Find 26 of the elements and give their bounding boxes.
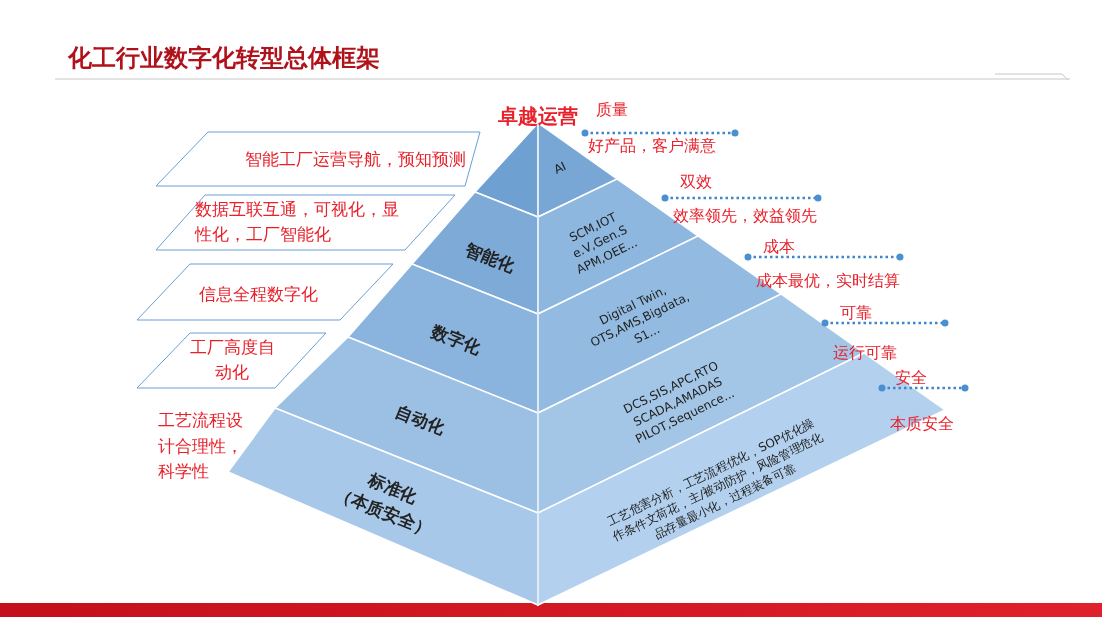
parallelogram-box bbox=[156, 132, 480, 186]
annotation-text: 可靠 bbox=[840, 303, 872, 324]
annotation-text: 本质安全 bbox=[890, 414, 954, 435]
annotation-text: 成本 bbox=[763, 237, 795, 258]
annotation-text: 安全 bbox=[895, 368, 927, 389]
layer-text: 数字化 bbox=[427, 319, 485, 361]
description-text: 数据互联互通，可视化，显性化，工厂智能化 bbox=[195, 198, 400, 246]
title: 化工行业数字化转型总体框架 bbox=[68, 43, 380, 74]
annotation-text: 好产品，客户满意 bbox=[588, 136, 716, 157]
annotation-text: 质量 bbox=[596, 100, 628, 121]
parallelogram-box bbox=[137, 264, 393, 320]
description-text: 智能工厂运营导航，预知预测 bbox=[243, 147, 467, 171]
description-text: 工厂高度自动化 bbox=[188, 336, 276, 384]
layer-text: 标准化（本质安全） bbox=[331, 468, 436, 542]
annotation-text: 运行可靠 bbox=[833, 343, 897, 364]
parallelogram-box bbox=[137, 333, 326, 388]
layer-text: 智能化 bbox=[461, 237, 519, 279]
heading-label: 卓越运营 bbox=[498, 103, 578, 130]
annotation-text: 效率领先，效益领先 bbox=[673, 206, 817, 227]
layer-text: AI bbox=[550, 158, 570, 179]
annotation-text: 工艺流程设计合理性，科学性 bbox=[158, 409, 244, 483]
annotation-text: 双效 bbox=[680, 172, 712, 193]
annotation-text: 成本最优，实时结算 bbox=[756, 271, 900, 292]
description-text: 信息全程数字化 bbox=[197, 282, 319, 306]
layer-text: 自动化 bbox=[391, 399, 449, 441]
parallelogram-box bbox=[156, 195, 455, 250]
